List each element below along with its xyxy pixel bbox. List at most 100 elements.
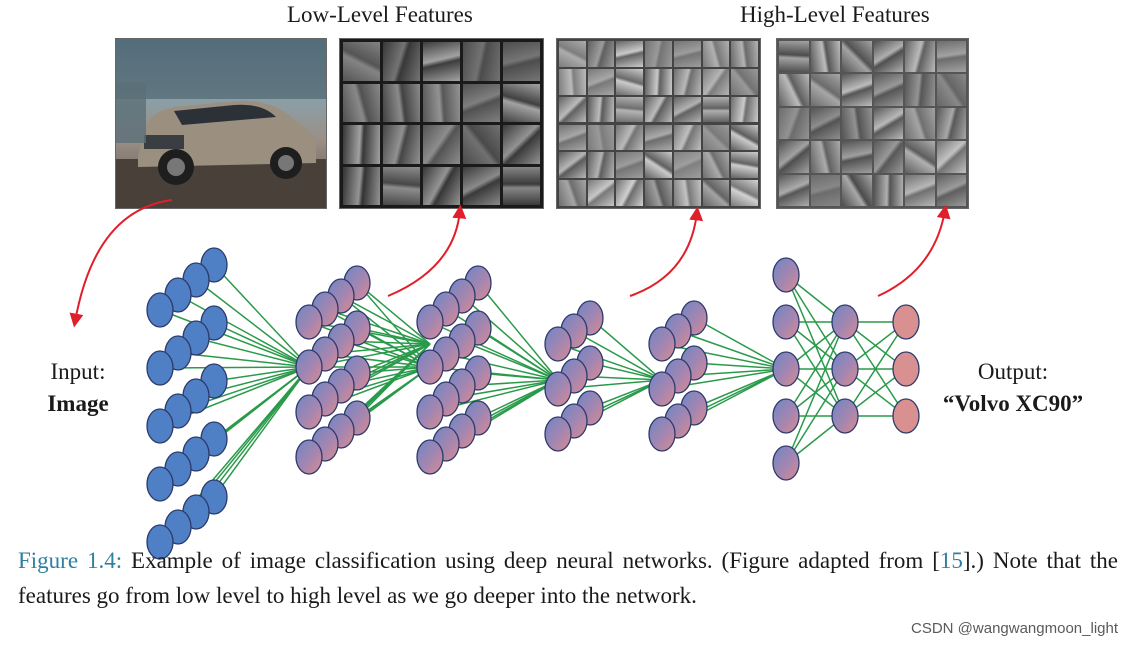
feature-tile bbox=[503, 166, 540, 205]
arrow-layer2-to-low-features bbox=[387, 204, 467, 297]
feature-tile bbox=[731, 41, 758, 67]
connection-line bbox=[177, 352, 310, 368]
feature-tile bbox=[731, 152, 758, 179]
connection-line bbox=[324, 308, 431, 368]
feature-tile bbox=[423, 166, 460, 205]
feature-tile bbox=[645, 41, 672, 67]
connection-line bbox=[213, 322, 310, 368]
feature-tile bbox=[463, 166, 500, 205]
feature-tile bbox=[616, 124, 644, 151]
connection-line bbox=[844, 321, 907, 417]
connection-line bbox=[195, 337, 310, 368]
connection-line bbox=[785, 321, 846, 417]
connection-line bbox=[461, 295, 559, 381]
hidden-node-layer6 bbox=[831, 398, 859, 434]
caption-text-b: ].) Note that the features go from low l… bbox=[18, 548, 1118, 608]
connection-line bbox=[177, 294, 310, 368]
input-node bbox=[146, 292, 174, 328]
feature-tile bbox=[423, 42, 460, 81]
feature-tile bbox=[587, 68, 615, 95]
figure-caption: Figure 1.4: Example of image classificat… bbox=[18, 543, 1118, 613]
input-label-line1: Input: bbox=[50, 359, 106, 384]
feature-tile bbox=[905, 41, 935, 73]
feature-tile bbox=[702, 124, 730, 151]
connection-line bbox=[573, 330, 663, 381]
hidden-node-layer5 bbox=[772, 398, 800, 434]
figure-number: Figure 1.4: bbox=[18, 548, 123, 573]
feature-tile bbox=[463, 42, 500, 81]
feature-tile bbox=[936, 141, 966, 173]
feature-tile bbox=[873, 141, 903, 173]
hidden-node-layer2 bbox=[416, 439, 444, 475]
feature-tile bbox=[779, 141, 809, 173]
output-node bbox=[892, 351, 920, 387]
feature-tile bbox=[779, 74, 809, 106]
connection-line bbox=[340, 295, 431, 368]
output-label: Output: “Volvo XC90” bbox=[933, 356, 1093, 420]
low-level-feature-map bbox=[339, 38, 544, 209]
feature-tile bbox=[842, 141, 872, 173]
input-label: Input: Image bbox=[40, 356, 116, 420]
feature-tile bbox=[842, 74, 872, 106]
input-node bbox=[146, 350, 174, 386]
feature-tile bbox=[673, 152, 701, 179]
feature-tile bbox=[779, 41, 809, 73]
connection-line bbox=[445, 308, 559, 381]
feature-tile bbox=[587, 96, 615, 123]
feature-tile bbox=[587, 152, 615, 179]
feature-tile bbox=[645, 124, 672, 151]
feature-tile bbox=[873, 41, 903, 73]
connection-line bbox=[356, 282, 431, 345]
hidden-node-layer3 bbox=[544, 371, 572, 407]
hidden-node-layer3 bbox=[544, 326, 572, 362]
csdn-watermark: CSDN @wangwangmoon_light bbox=[911, 620, 1118, 637]
feature-tile bbox=[810, 41, 840, 73]
feature-tile bbox=[702, 180, 730, 206]
feature-tile bbox=[810, 107, 840, 140]
connection-line bbox=[213, 366, 310, 382]
feature-tile bbox=[423, 125, 460, 164]
output-node bbox=[892, 304, 920, 340]
connection-line bbox=[589, 317, 663, 381]
feature-tile bbox=[383, 125, 420, 164]
hidden-node-layer3 bbox=[544, 416, 572, 452]
feature-tile bbox=[616, 96, 644, 123]
connection-line bbox=[213, 366, 310, 498]
feature-tile bbox=[905, 141, 935, 173]
connection-line bbox=[693, 368, 787, 409]
feature-tile bbox=[842, 107, 872, 140]
feature-tile bbox=[702, 152, 730, 179]
feature-tile bbox=[343, 83, 380, 122]
feature-tile bbox=[905, 74, 935, 106]
feature-tile bbox=[810, 74, 840, 106]
hidden-node-layer6 bbox=[831, 351, 859, 387]
input-node bbox=[146, 466, 174, 502]
feature-tile bbox=[616, 68, 644, 95]
hidden-node-layer2 bbox=[416, 394, 444, 430]
input-label-line2: Image bbox=[47, 391, 109, 416]
feature-tile bbox=[673, 41, 701, 67]
feature-tile bbox=[702, 96, 730, 123]
low-level-features-title: Low-Level Features bbox=[287, 2, 473, 27]
connection-line bbox=[308, 321, 431, 368]
feature-tile bbox=[673, 68, 701, 95]
feature-tile bbox=[731, 180, 758, 206]
feature-tile bbox=[645, 180, 672, 206]
feature-tile bbox=[873, 74, 903, 106]
caption-text-a: Example of image classification using de… bbox=[122, 548, 940, 573]
feature-tile bbox=[559, 68, 586, 95]
connection-line bbox=[557, 343, 663, 381]
hidden-node-layer1 bbox=[295, 304, 323, 340]
hidden-node-layer6 bbox=[831, 304, 859, 340]
citation-link[interactable]: 15 bbox=[939, 548, 963, 573]
feature-tile bbox=[731, 68, 758, 95]
feature-tile bbox=[673, 180, 701, 206]
car-illustration bbox=[116, 39, 326, 208]
feature-tile bbox=[616, 180, 644, 206]
feature-tile bbox=[936, 174, 966, 206]
feature-tile bbox=[779, 174, 809, 206]
connection-line bbox=[693, 362, 787, 370]
feature-tile bbox=[702, 68, 730, 95]
